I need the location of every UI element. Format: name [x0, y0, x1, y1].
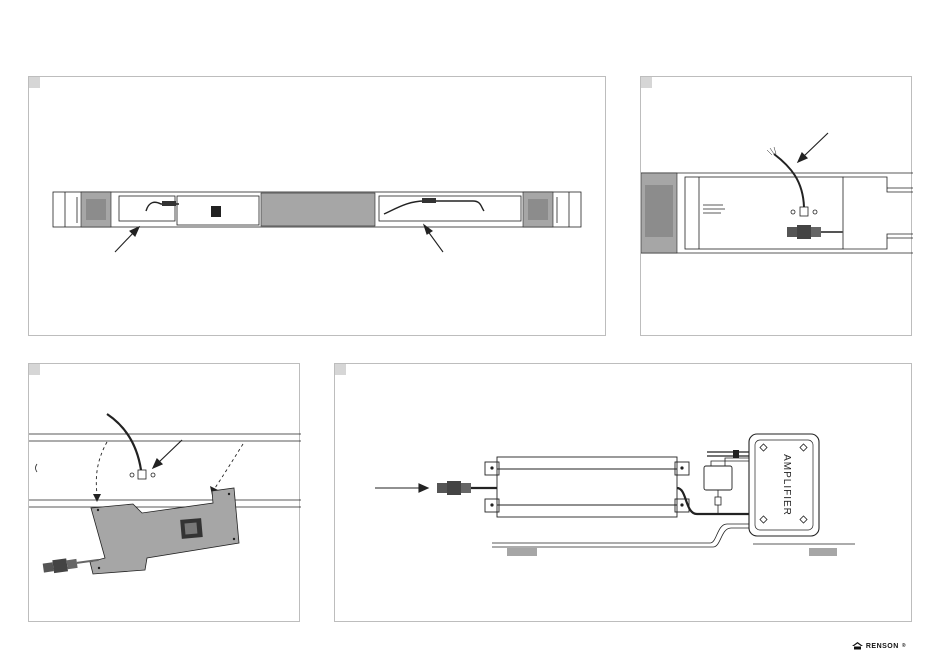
connector-plug: [787, 225, 843, 239]
arrow-left: [115, 231, 135, 252]
brand-logo: RENSON ®: [852, 642, 906, 650]
profile-cap-right: [809, 548, 837, 556]
profile-cap-left: [507, 548, 537, 556]
step-panel-2: [640, 76, 912, 336]
arrow: [158, 440, 182, 463]
dashed-arrow-left: [96, 442, 107, 494]
brand-name: RENSON: [866, 643, 899, 650]
profile-overview-illustration: [29, 77, 607, 337]
dimmer-module: [704, 466, 732, 490]
cover-plate: [90, 488, 239, 574]
renson-logo-icon: [852, 642, 863, 650]
amplifier-wiring-illustration: AMPLIFIER: [335, 364, 913, 623]
step-panel-4: AMPLIFIER: [334, 363, 912, 622]
arrow-right: [427, 230, 443, 252]
step-panel-1: [28, 76, 606, 336]
amplifier-label: AMPLIFIER: [781, 454, 792, 516]
cover-removal-illustration: [29, 364, 301, 623]
center-profile-block: [261, 193, 375, 226]
brand-registered-mark: ®: [902, 643, 906, 649]
connector-plug: [437, 481, 471, 495]
step-panel-3: [28, 363, 300, 622]
cable: [107, 414, 141, 470]
arrow: [803, 133, 828, 157]
profile-detail-illustration: [641, 77, 913, 337]
dashed-arrow-right: [215, 444, 243, 488]
connector-block: [211, 206, 221, 217]
power-supply: [485, 457, 689, 517]
